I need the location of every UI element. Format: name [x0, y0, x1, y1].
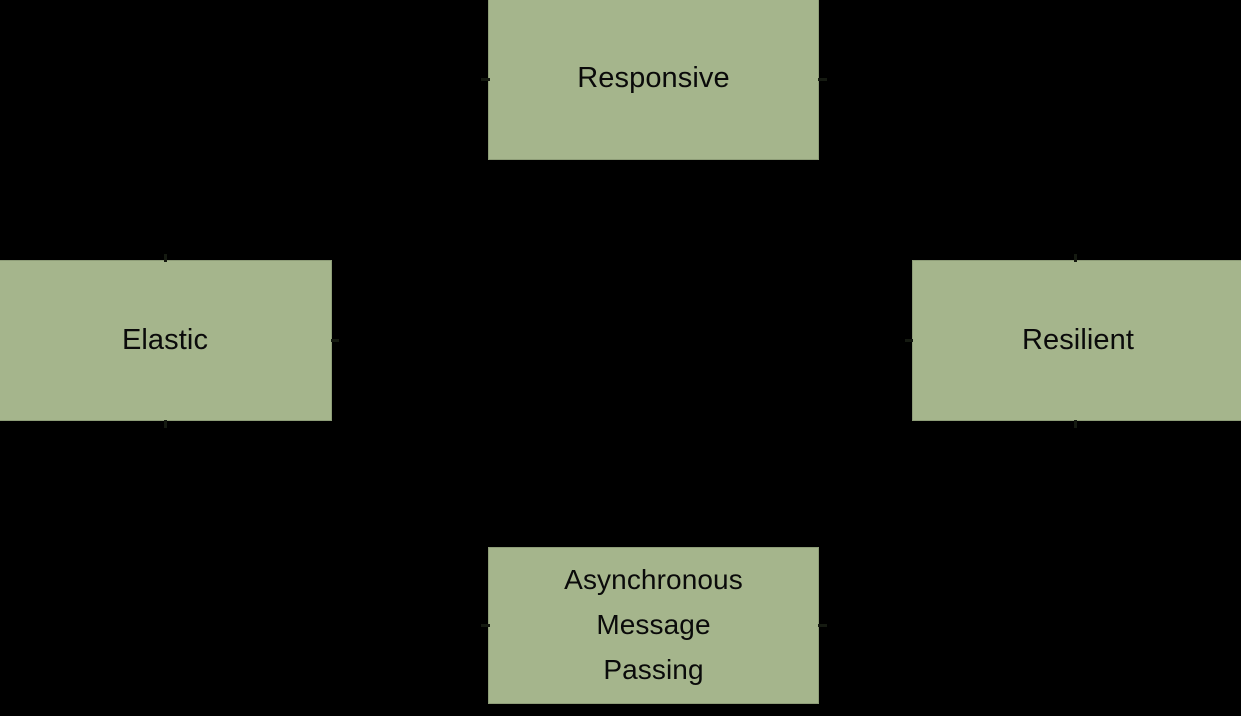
connector-stub-resilient-bottom [1074, 420, 1077, 428]
node-asynchronous-message-passing[interactable]: Asynchronous Message Passing [488, 547, 819, 704]
connector-stub-resilient-left [905, 339, 913, 342]
connector-stub-responsive-right [818, 78, 827, 81]
node-responsive[interactable]: Responsive [488, 0, 819, 160]
connector-stub-elastic-bottom [164, 420, 167, 428]
node-elastic[interactable]: Elastic [0, 260, 332, 421]
connector-stub-elastic-right [331, 339, 339, 342]
connector-stub-async-left [481, 624, 490, 627]
connector-stub-responsive-left [481, 78, 490, 81]
connector-stub-async-right [818, 624, 827, 627]
connector-stub-resilient-top [1074, 254, 1077, 262]
node-resilient[interactable]: Resilient [912, 260, 1241, 421]
connector-stub-elastic-top [164, 254, 167, 262]
